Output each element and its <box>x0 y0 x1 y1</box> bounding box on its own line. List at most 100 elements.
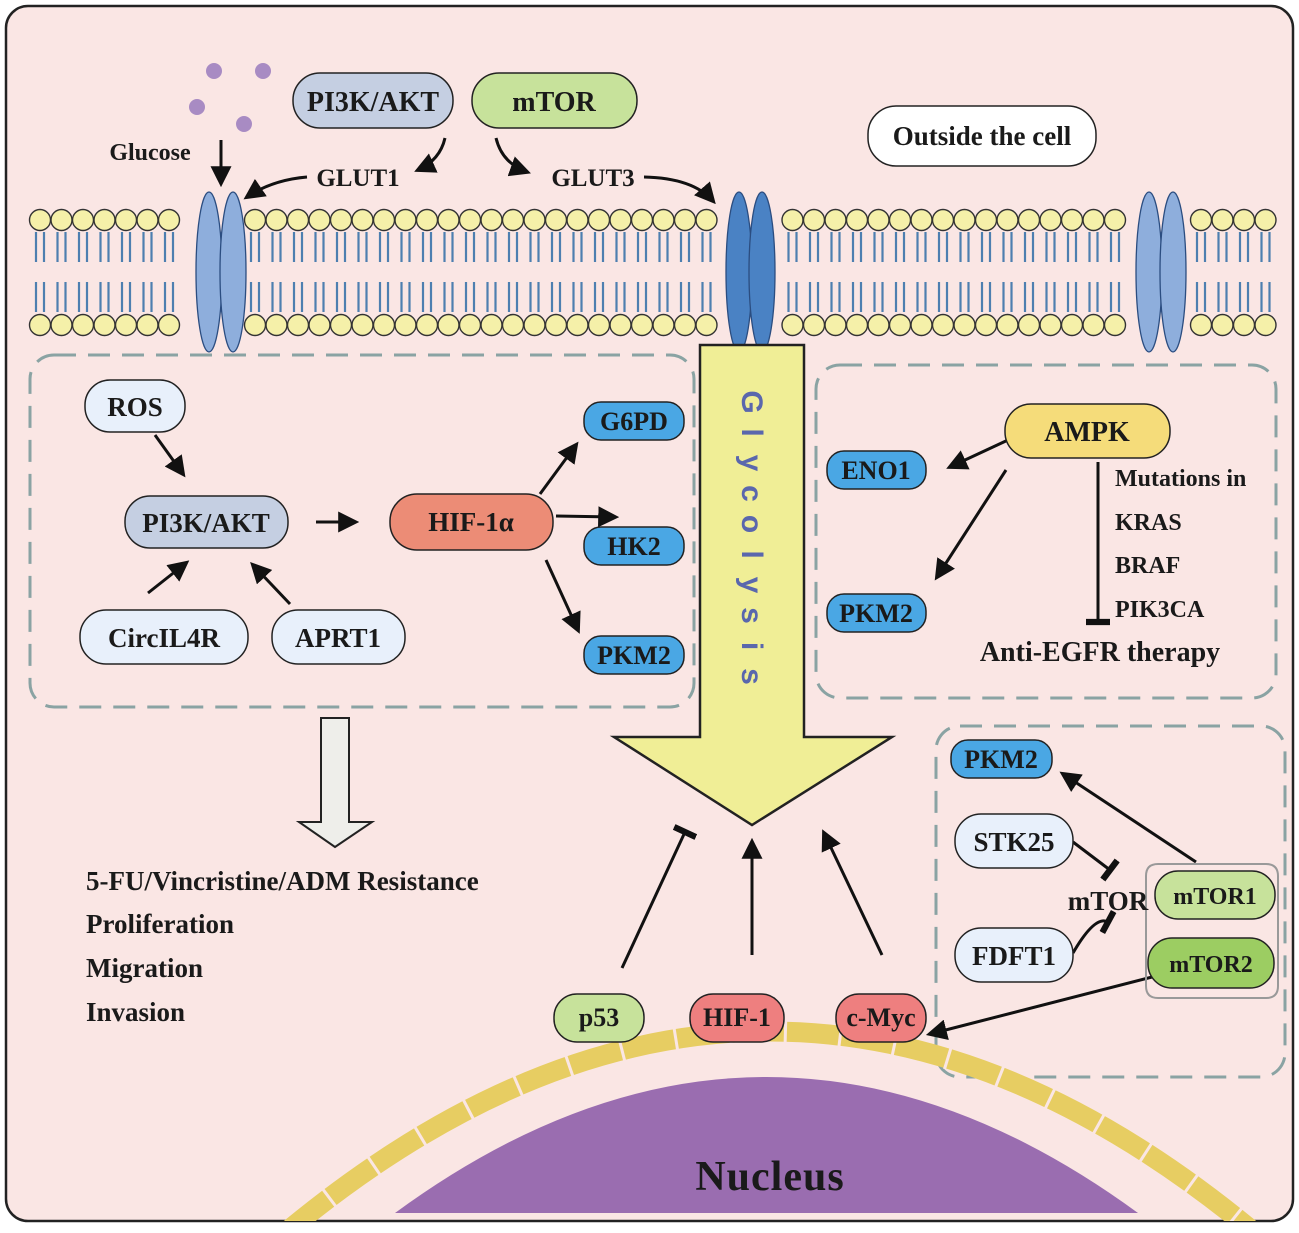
outcomes-list: 5-FU/Vincristine/ADM Resistance Prolifer… <box>86 866 479 1027</box>
svg-text:PKM2: PKM2 <box>964 745 1038 774</box>
node-eno1: ENO1 <box>826 450 927 490</box>
glut1-to-channel-arrow <box>243 175 308 200</box>
nucleus-label: Nucleus <box>695 1154 844 1200</box>
glycolysis-letter: G <box>735 390 768 413</box>
glucose-transporter-channel <box>1159 191 1187 353</box>
outcome-arrow <box>295 717 376 849</box>
glucose-molecules <box>189 63 271 132</box>
svg-text:p53: p53 <box>579 1003 619 1032</box>
right-panel <box>814 363 1278 700</box>
glut3-label: GLUT3 <box>551 165 634 192</box>
node-cmyc: c-Myc <box>835 993 927 1043</box>
svg-text:FDFT1: FDFT1 <box>972 941 1056 971</box>
svg-text:5-FU/Vincristine/ADM Resistanc: 5-FU/Vincristine/ADM Resistance <box>86 866 479 896</box>
svg-text:Invasion: Invasion <box>86 997 185 1027</box>
svg-text:HIF-1: HIF-1 <box>703 1003 771 1032</box>
node-g6pd: G6PD <box>583 401 685 441</box>
mtor2-to-cmyc-arrow <box>925 973 1161 1040</box>
node-circil4r: CircIL4R <box>79 609 249 665</box>
svg-text:HK2: HK2 <box>607 532 660 561</box>
p53-inhibition <box>620 824 698 969</box>
interaction-lines <box>147 137 1197 1040</box>
glucose-label: Glucose <box>109 140 191 166</box>
svg-text:ENO1: ENO1 <box>841 456 910 485</box>
glycolysis-letter: s <box>735 668 768 685</box>
node-p53: p53 <box>553 993 645 1043</box>
svg-text:G6PD: G6PD <box>600 407 668 436</box>
svg-text:Mutations in: Mutations in <box>1115 466 1246 492</box>
node-ampk: AMPK <box>1004 403 1171 459</box>
cmyc-arrow <box>821 829 884 956</box>
svg-text:BRAF: BRAF <box>1115 553 1180 579</box>
mtor-center-label: mTOR <box>1068 886 1149 916</box>
mtor-complex-box <box>1145 863 1279 999</box>
svg-text:PKM2: PKM2 <box>597 641 671 670</box>
svg-text:APRT1: APRT1 <box>295 623 381 653</box>
hif-to-hk2-arrow <box>555 506 620 528</box>
glucose-transporter-channel <box>748 191 776 353</box>
node-aprt1: APRT1 <box>271 609 406 665</box>
glycolysis-arrow <box>609 343 897 827</box>
svg-text:PKM2: PKM2 <box>839 599 913 628</box>
svg-text:AMPK: AMPK <box>1044 417 1130 448</box>
node-pkm2-right: PKM2 <box>826 593 927 633</box>
circil4r-arrow <box>147 560 190 595</box>
node-pi3k-top: PI3K/AKT <box>292 72 454 129</box>
node-hif1a: HIF-1α <box>389 493 554 551</box>
node-pkm2-left: PKM2 <box>583 635 685 675</box>
svg-text:mTOR2: mTOR2 <box>1169 952 1253 978</box>
node-pi3k-left: PI3K/AKT <box>124 495 289 549</box>
svg-text:Outside the cell: Outside the cell <box>893 121 1072 151</box>
mutations-label: Mutations in KRAS BRAF PIK3CA <box>1115 466 1246 623</box>
node-pkm2-bottom-right: PKM2 <box>950 739 1053 779</box>
svg-text:STK25: STK25 <box>973 827 1054 857</box>
node-stk25: STK25 <box>954 813 1074 869</box>
ros-arrow <box>153 434 186 478</box>
mtor1-to-pkm2-arrow <box>1059 771 1197 864</box>
svg-text:HIF-1α: HIF-1α <box>428 507 514 537</box>
svg-text:mTOR1: mTOR1 <box>1173 884 1257 910</box>
svg-text:PIK3CA: PIK3CA <box>1115 597 1205 623</box>
glycolysis-letter: i <box>735 642 768 650</box>
svg-text:mTOR: mTOR <box>512 87 596 118</box>
svg-text:Migration: Migration <box>86 953 203 983</box>
nucleus <box>395 1077 1138 1213</box>
glycolysis-letter: y <box>735 577 768 594</box>
cell-background <box>4 4 1295 1223</box>
svg-text:KRAS: KRAS <box>1115 510 1182 536</box>
ampk-to-eno1-arrow <box>946 438 1009 470</box>
node-hif1: HIF-1 <box>689 993 785 1043</box>
glucose-transporter-channel <box>195 191 223 353</box>
glycolysis-letter: s <box>735 607 768 624</box>
left-panel <box>28 353 696 709</box>
glucose-transporter-channel <box>219 191 247 353</box>
aprt1-arrow <box>250 561 292 606</box>
node-mtor2: mTOR2 <box>1147 937 1275 989</box>
glut1-label: GLUT1 <box>316 165 399 192</box>
glycolysis-letter: o <box>735 515 768 533</box>
glucose-transporter-channel <box>1135 191 1163 353</box>
glucose-transporter-channel <box>725 191 753 353</box>
svg-text:PI3K/AKT: PI3K/AKT <box>307 87 440 118</box>
node-mtor-top: mTOR <box>471 72 638 129</box>
glut3-to-channel-arrow <box>643 175 716 205</box>
svg-text:ROS: ROS <box>107 392 163 422</box>
node-mtor1: mTOR1 <box>1154 870 1276 920</box>
node-hk2: HK2 <box>583 526 685 566</box>
stk25-inhibition <box>1072 840 1120 882</box>
glycolysis-letter: y <box>735 455 768 472</box>
ampk-to-pkm2-arrow <box>934 469 1008 581</box>
fdft1-inhibition <box>1071 909 1117 954</box>
outside-cell-label: Outside the cell <box>867 105 1097 167</box>
pi3k-to-glut1-arrow <box>414 137 447 173</box>
hif-to-pkm2-arrow <box>544 559 581 634</box>
glycolysis-letter: c <box>735 485 768 502</box>
svg-text:c-Myc: c-Myc <box>846 1003 915 1032</box>
mtor-to-glut3-arrow <box>494 137 531 177</box>
svg-text:Proliferation: Proliferation <box>86 909 234 939</box>
node-ros: ROS <box>84 379 186 433</box>
hif-to-g6pd-arrow <box>538 441 579 495</box>
glycolysis-letter: l <box>735 428 768 436</box>
